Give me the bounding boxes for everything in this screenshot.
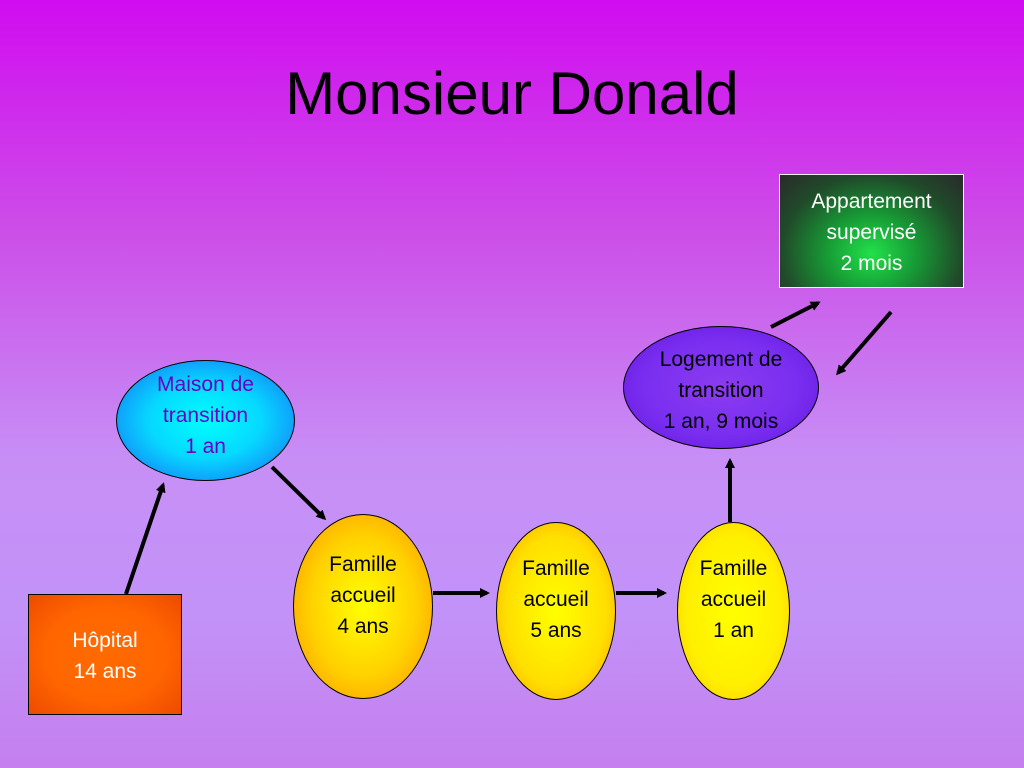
node-logement-line2: transition	[678, 379, 764, 402]
node-hospital-line2: 14 ans	[73, 660, 137, 683]
node-famille5-line3: 5 ans	[530, 619, 582, 642]
node-logement-line3: 1 an, 9 mois	[663, 410, 779, 433]
node-hospital: Hôpital 14 ans	[28, 594, 182, 715]
node-maison-de-transition: Maison de transition 1 an	[116, 360, 295, 481]
node-logement-line1: Logement de	[659, 348, 783, 371]
arrow-logement-to-appartement	[770, 301, 821, 329]
node-appartement-line1: Appartement	[811, 190, 932, 213]
node-famille-accueil-5-ans: Famille accueil 5 ans	[496, 522, 616, 700]
node-appartement-line3: 2 mois	[840, 252, 903, 275]
node-hospital-line1: Hôpital	[72, 629, 138, 652]
node-famille1-line1: Famille	[699, 557, 768, 580]
arrow-maison-to-famille4	[270, 465, 327, 521]
arrow-appartement-to-logement	[836, 310, 893, 376]
node-famille-accueil-1-an: Famille accueil 1 an	[677, 522, 790, 700]
node-famille5-line1: Famille	[522, 557, 590, 580]
node-famille1-line3: 1 an	[713, 619, 754, 642]
node-famille4-line2: accueil	[330, 584, 396, 607]
node-maison-line2: transition	[162, 404, 249, 427]
node-famille4-line1: Famille	[329, 553, 397, 576]
slide-title: Monsieur Donald	[285, 60, 739, 127]
node-maison-line1: Maison de	[157, 373, 254, 396]
node-maison-line3: 1 an	[185, 435, 226, 458]
node-appartement-supervise: Appartement supervisé 2 mois	[779, 174, 964, 288]
node-appartement-line2: supervisé	[826, 221, 917, 244]
node-logement-de-transition: Logement de transition 1 an, 9 mois	[623, 326, 819, 449]
node-famille4-line3: 4 ans	[337, 615, 389, 638]
node-famille-accueil-4-ans: Famille accueil 4 ans	[293, 514, 433, 699]
node-famille1-line2: accueil	[700, 588, 767, 611]
arrow-hospital-to-maison	[124, 482, 166, 595]
node-famille5-line2: accueil	[523, 588, 589, 611]
